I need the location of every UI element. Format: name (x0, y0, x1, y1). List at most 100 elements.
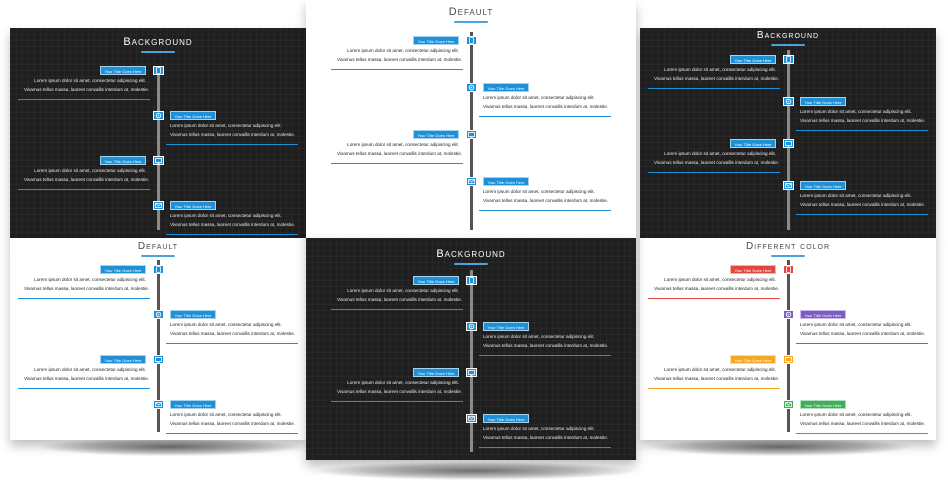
item-text-line-2: Vivamus tellus massa, laoreet convallis … (800, 421, 926, 426)
item-underline (331, 401, 463, 402)
title-underline (141, 51, 175, 53)
item-text-line-1: Lorem ipsum dolor sit amet, consectetur … (483, 426, 595, 431)
panel-title: Different color (745, 241, 831, 252)
item-text-line-2: Vivamus tellus massa, laoreet convallis … (170, 421, 296, 426)
gear-icon (785, 98, 792, 105)
item-underline (479, 116, 611, 117)
item-text-line-1: Lorem ipsum dolor sit amet, consectetur … (347, 142, 459, 147)
item-text-line-1: Lorem ipsum dolor sit amet, consectetur … (170, 322, 282, 327)
item-underline (479, 355, 611, 356)
item-underline (648, 172, 780, 173)
timeline-node (153, 156, 164, 165)
item-title-tag: Your Title Goes Here (413, 36, 459, 45)
mail-icon (785, 183, 792, 188)
item-text-line-1: Lorem ipsum dolor sit amet, consectetur … (347, 48, 459, 53)
item-text-line-2: Vivamus tellus massa, laoreet convallis … (24, 376, 150, 381)
item-underline (479, 210, 611, 211)
timeline-node (153, 355, 164, 364)
item-title-tag: Your Title Goes Here (100, 66, 146, 75)
mail-icon (155, 203, 162, 208)
item-title-tag: Your Title Goes Here (170, 201, 216, 210)
item-text-line-2: Vivamus tellus massa, laoreet convallis … (483, 435, 609, 440)
item-text-line-1: Lorem ipsum dolor sit amet, consectetur … (664, 367, 776, 372)
item-text-line-2: Vivamus tellus massa, laoreet convallis … (337, 297, 463, 302)
item-text-line-2: Vivamus tellus massa, laoreet convallis … (654, 376, 780, 381)
item-title-tag: Your Title Goes Here (413, 130, 459, 139)
item-text-line-1: Lorem ipsum dolor sit amet, consectetur … (347, 380, 459, 385)
title-underline (454, 21, 488, 23)
timeline-node (783, 181, 794, 190)
phone-icon (156, 266, 161, 273)
monitor-icon (468, 131, 475, 138)
item-title-tag: Your Title Goes Here (800, 181, 846, 190)
timeline-node (466, 130, 477, 139)
monitor-icon (155, 356, 162, 363)
timeline-node (153, 66, 164, 75)
item-title-tag: Your Title Goes Here (730, 265, 776, 274)
item-text-line-1: Lorem ipsum dolor sit amet, consectetur … (483, 95, 595, 100)
phone-icon (469, 37, 474, 44)
item-underline (331, 163, 463, 164)
item-text-line-1: Lorem ipsum dolor sit amet, consectetur … (34, 277, 146, 282)
timeline-node (466, 368, 477, 377)
item-text-line-2: Vivamus tellus massa, laoreet convallis … (483, 104, 609, 109)
monitor-icon (468, 369, 475, 376)
mail-icon (468, 416, 475, 421)
item-text-line-1: Lorem ipsum dolor sit amet, consectetur … (170, 412, 282, 417)
item-title-tag: Your Title Goes Here (800, 400, 846, 409)
timeline-axis (787, 260, 790, 432)
item-title-tag: Your Title Goes Here (483, 322, 529, 331)
item-title-tag: Your Title Goes Here (800, 97, 846, 106)
item-text-line-2: Vivamus tellus massa, laoreet convallis … (24, 177, 150, 182)
gear-icon (468, 323, 475, 330)
item-underline (166, 343, 298, 344)
panel-title: Default (137, 241, 179, 252)
phone-icon (786, 56, 791, 63)
monitor-icon (785, 140, 792, 147)
gear-icon (785, 311, 792, 318)
item-underline (18, 189, 150, 190)
item-underline (166, 144, 298, 145)
item-underline (648, 388, 780, 389)
timeline-node (783, 400, 794, 409)
item-text-line-2: Vivamus tellus massa, laoreet convallis … (170, 331, 296, 336)
item-text-line-1: Lorem ipsum dolor sit amet, consectetur … (483, 189, 595, 194)
timeline-node (466, 177, 477, 186)
item-underline (18, 99, 150, 100)
item-text-line-2: Vivamus tellus massa, laoreet convallis … (337, 389, 463, 394)
item-text-line-1: Lorem ipsum dolor sit amet, consectetur … (170, 123, 282, 128)
item-underline (18, 388, 150, 389)
item-title-tag: Your Title Goes Here (170, 310, 216, 319)
timeline-node (783, 355, 794, 364)
timeline-node (466, 36, 477, 45)
panel-title: Background (123, 36, 193, 48)
item-underline (796, 214, 928, 215)
timeline-axis (470, 270, 473, 452)
item-underline (648, 298, 780, 299)
item-text-line-1: Lorem ipsum dolor sit amet, consectetur … (664, 277, 776, 282)
panel-title: Background (436, 248, 506, 260)
item-text-line-1: Lorem ipsum dolor sit amet, consectetur … (664, 67, 776, 72)
item-underline (796, 130, 928, 131)
item-text-line-1: Lorem ipsum dolor sit amet, consectetur … (34, 168, 146, 173)
monitor-icon (155, 157, 162, 164)
phone-icon (156, 67, 161, 74)
item-title-tag: Your Title Goes Here (413, 276, 459, 285)
item-text-line-2: Vivamus tellus massa, laoreet convallis … (24, 286, 150, 291)
timeline-node (783, 97, 794, 106)
item-text-line-2: Vivamus tellus massa, laoreet convallis … (800, 118, 926, 123)
phone-icon (786, 266, 791, 273)
item-title-tag: Your Title Goes Here (100, 355, 146, 364)
panel-title: Background (756, 30, 820, 41)
gear-icon (468, 84, 475, 91)
item-text-line-2: Vivamus tellus massa, laoreet convallis … (654, 76, 780, 81)
timeline-node (783, 139, 794, 148)
item-title-tag: Your Title Goes Here (170, 111, 216, 120)
item-underline (648, 88, 780, 89)
item-title-tag: Your Title Goes Here (483, 83, 529, 92)
item-text-line-1: Lorem ipsum dolor sit amet, consectetur … (800, 322, 912, 327)
